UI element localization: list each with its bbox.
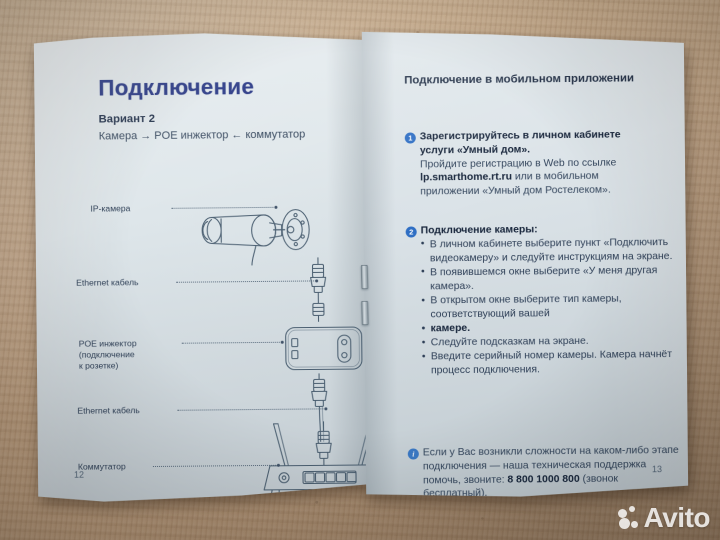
open-booklet: Подключение Вариант 2 Камера → POE инжек…: [34, 26, 689, 504]
step-1-body-line3: приложении «Умный дом Ростелеком».: [420, 184, 611, 198]
support-phone-number: 8 800 1000 800: [507, 473, 580, 486]
staple-bottom: [361, 300, 369, 326]
booklet-right-page: Подключение в мобильном приложении 1 Зар…: [362, 26, 689, 501]
staple-top: [360, 264, 369, 290]
variant-label: Вариант 2: [98, 112, 156, 126]
router-switch-illustration: [260, 421, 367, 502]
callout-sublabel-line3: к розетке): [78, 359, 119, 371]
booklet-left-page: Подключение Вариант 2 Камера → POE инжек…: [34, 29, 367, 504]
section-title: Подключение в мобильном приложении: [404, 72, 635, 87]
callout-label: POE инжектор: [78, 338, 137, 349]
poe-injector-illustration: [283, 323, 367, 376]
list-item: Введите серийный номер камеры. Камера на…: [422, 348, 679, 379]
ip-camera-illustration: [195, 184, 336, 290]
callout-poe-injector: POE инжектор (подключение к розетке): [79, 338, 137, 371]
avito-watermark-text: Avito: [643, 502, 711, 533]
variant-flow-text: Камера → POE инжектор ← коммутатор: [98, 128, 306, 143]
ethernet-cable-illustration: [298, 257, 345, 325]
info-note-body: Если у Вас возникли сложности на каком-л…: [423, 444, 681, 501]
page-title: Подключение: [98, 74, 255, 101]
list-item: В появившемся окне выберите «У меня друг…: [421, 264, 678, 295]
callout-switch: Коммутатор: [78, 461, 126, 472]
callout-ethernet-cable-2: Ethernet кабель: [77, 405, 140, 416]
callout-label: Ethernet кабель: [77, 405, 140, 416]
step-badge-2: 2: [406, 226, 417, 237]
list-item: В открытом окне выберите тип камеры, соо…: [421, 292, 678, 323]
step-1-body-line2-rest: или в мобильном: [511, 171, 599, 184]
leader-line-poe-injector: [182, 342, 282, 345]
page-number-right: 13: [651, 464, 663, 475]
callout-label: IP-камера: [90, 203, 131, 214]
numbered-item-1: 1 Зарегистрируйтесь в личном кабинете ус…: [405, 128, 678, 200]
callout-label: Коммутатор: [77, 461, 126, 472]
info-badge: i: [408, 448, 419, 459]
list-item: В личном кабинете выберите пункт «Подклю…: [421, 236, 678, 267]
numbered-item-2: 2 Подключение камеры: В личном кабинете …: [406, 222, 679, 379]
callout-ethernet-cable-1: Ethernet кабель: [76, 277, 139, 288]
step-2-bullet-list: В личном кабинете выберите пункт «Подклю…: [421, 236, 679, 379]
step-2-body: Подключение камеры: В личном кабинете вы…: [421, 222, 679, 379]
callout-sublabel-line2: (подключение: [78, 349, 135, 360]
callout-label: Ethernet кабель: [76, 277, 139, 288]
step-1-body: Зарегистрируйтесь в личном кабинете услу…: [420, 128, 678, 200]
step-badge-1: 1: [405, 132, 416, 143]
page-number-left: 12: [73, 469, 85, 480]
avito-watermark: Avito: [617, 502, 711, 533]
registration-link[interactable]: lp.smarthome.rt.ru: [420, 172, 513, 184]
callout-ip-camera: IP-камера: [90, 203, 130, 214]
info-note: i Если у Вас возникли сложности на каком…: [408, 444, 681, 501]
avito-logo-icon: [617, 506, 640, 530]
